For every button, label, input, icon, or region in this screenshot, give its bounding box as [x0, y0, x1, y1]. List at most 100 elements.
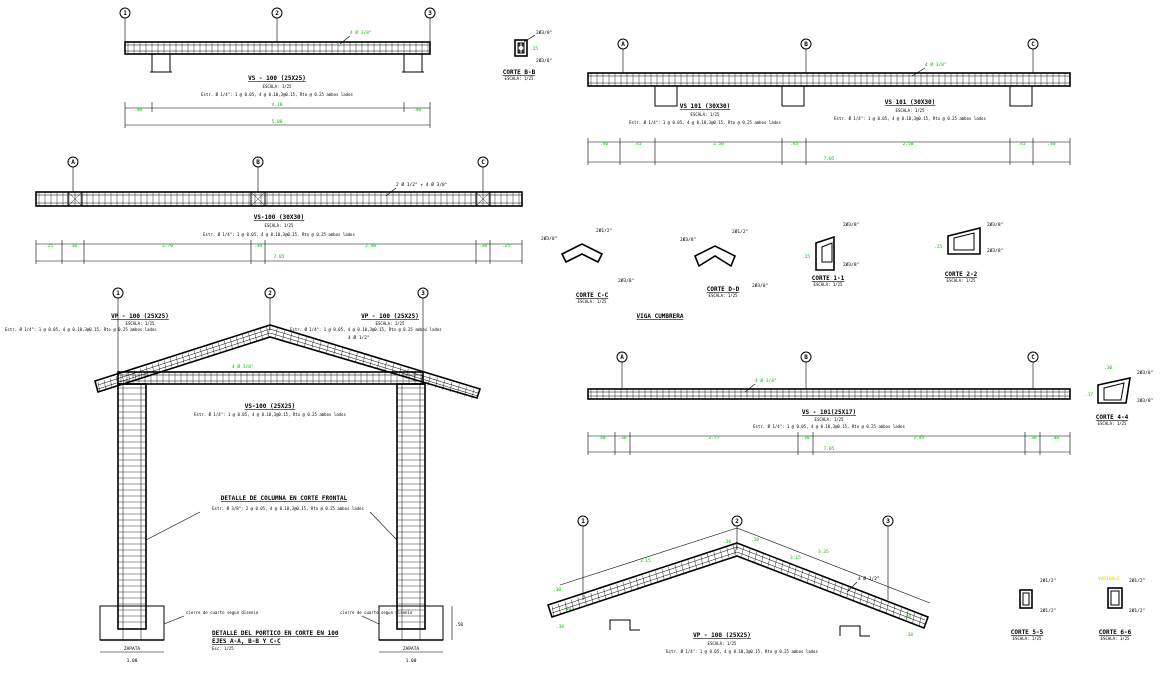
dim-text: 3.35: [818, 549, 829, 555]
stirrup-line: [218, 342, 221, 353]
dim-text: .25: [934, 244, 942, 250]
stirrup-line: [139, 368, 143, 379]
stirrup-line: [449, 381, 453, 393]
dim-text: 2.77: [709, 435, 720, 441]
corte-scale: ESCALA: 1/25: [505, 76, 534, 81]
dim-text: .30: [553, 587, 561, 593]
dim-text: .30: [905, 632, 913, 638]
corte-b-b: 2Ø3/8" 2Ø3/8" .25 CORTE B-B ESCALA: 1/25: [503, 29, 553, 81]
stirrup-line: [846, 587, 850, 598]
stirrup-line: [584, 595, 587, 606]
footing-note: cierre de cuarto segun disenio: [186, 610, 259, 615]
corte-title: CORTE 2-2: [945, 271, 978, 278]
stirrup-line: [774, 559, 777, 570]
stirrup-line: [741, 546, 744, 557]
dim-text: .30: [618, 435, 626, 441]
stirrup-line: [97, 381, 101, 393]
beam-scale: ESCALA: 1/25: [815, 417, 844, 422]
corte-scale: ESCALA: 1/25: [1013, 636, 1042, 641]
corte-scale: ESCALA: 1/25: [578, 299, 607, 304]
bar-note: 2Ø1/2": [1040, 577, 1056, 584]
grid-label-b: B: [804, 354, 808, 361]
stirrup-line: [720, 549, 723, 560]
stirrup-line: [674, 564, 678, 575]
stirrup-line: [471, 388, 475, 399]
vp-right-title: VP - 100 (25X25): [361, 313, 419, 320]
corte-title: CORTE D-D: [707, 286, 740, 293]
stirrup-line: [905, 610, 909, 621]
grid-label-1: 1: [123, 10, 127, 17]
stirrup-line: [642, 575, 645, 586]
stirrup-line: [859, 592, 863, 603]
stirrup-line: [558, 603, 561, 614]
footing-h: .50: [455, 622, 463, 628]
stirrup-line: [176, 356, 179, 367]
stirrup-line: [840, 584, 843, 595]
detail-title: DETALLE DEL PORTICO EN CORTE EN 100: [212, 630, 339, 637]
corte-4-4: 2Ø3/8" 2Ø3/8" .30 .17 CORTE 4-4 ESCALA: …: [1085, 365, 1153, 426]
stirrup-line: [121, 374, 125, 385]
stirrup-line: [158, 362, 161, 373]
stirrup-line: [629, 579, 632, 590]
stirrup-line: [872, 597, 876, 608]
footing-dim: 1.00: [127, 658, 138, 664]
grid-label-1: 1: [116, 290, 120, 297]
stirrup-line: [250, 191, 266, 207]
bar-note: 2Ø3/8": [987, 247, 1003, 254]
bar-note: 2Ø3/8": [843, 221, 859, 228]
stirrup-line: [794, 566, 797, 578]
stirrup-line: [377, 359, 380, 370]
stirrup-line: [668, 566, 671, 577]
grid-label-a: A: [620, 354, 624, 361]
stirrup-line: [362, 355, 365, 366]
stirrup-line: [464, 386, 467, 397]
bar-note: 2Ø3/8": [536, 29, 552, 36]
variable-tag: VARIABLE: [1098, 576, 1120, 582]
dim-text: .25: [802, 254, 810, 260]
stirrup-line: [892, 605, 896, 616]
footing-label: ZAPATA: [403, 646, 420, 652]
stirrup-line: [597, 590, 600, 601]
rebar-note: 4 Ø 1/2": [348, 334, 370, 341]
stirrup-line: [442, 379, 445, 390]
corte-scale: ESCALA: 1/25: [709, 293, 738, 298]
stirrup-line: [813, 574, 817, 585]
dim-text: 2.70: [162, 243, 173, 249]
dim-text: .40: [413, 107, 421, 113]
stirrup-line: [648, 573, 652, 584]
stirrup-line: [254, 331, 257, 342]
beam-spec: Estr. Ø 1/4": 1 @ 0.05, 4 @ 0.10,3@0.15,…: [203, 232, 355, 237]
dim-text: .30: [1104, 365, 1112, 371]
grid-label-a: A: [621, 41, 625, 48]
stirrup-line: [318, 341, 322, 352]
beam-vs100-mid-left: A B C 2 Ø 1/2" + 4 Ø 3/8" VS-100 (30X30)…: [35, 156, 523, 264]
vp-right-spec: Estr. Ø 1/4": 1 @ 0.05, 4 @ 0.10,3@0.15,…: [290, 327, 442, 332]
beam-spec: Estr. Ø 1/4": 1 @ 0.05, 4 @ 0.10,3@0.15,…: [201, 92, 353, 97]
rebar-note: 4 Ø 3/8": [350, 29, 372, 36]
stirrup-line: [266, 327, 269, 338]
stirrup-line: [304, 337, 307, 348]
rebar-note: 2 Ø 1/2" + 4 Ø 3/8": [396, 181, 447, 188]
bar-note: 2Ø1/2": [1129, 607, 1145, 614]
stirrup-line: [475, 191, 491, 207]
stirrup-line: [754, 551, 757, 562]
corte-scale: ESCALA: 1/25: [814, 282, 843, 287]
dim-text: .25: [530, 46, 538, 52]
grid-label-3: 3: [428, 10, 432, 17]
corte-c-c: 2Ø1/2" 2Ø3/8" 2Ø3/8" CORTE C-C ESCALA: 1…: [541, 227, 634, 304]
beam-title: VS 101 (30X30): [680, 103, 731, 110]
stirrup-line: [780, 561, 784, 572]
stirrup-line: [603, 588, 606, 599]
stirrup-line: [610, 586, 613, 597]
rafter-vp100-bottom: 1 2 3 3.15 .30 .30 .30 .30 3.15 3.35 .30…: [546, 515, 931, 654]
stirrup-line: [564, 601, 568, 612]
stirrup-line: [726, 547, 730, 558]
stirrup-line: [127, 372, 131, 383]
rafter-spec: Estr. Ø 1/4": 1 @ 0.05, 4 @ 0.10,3@0.15,…: [666, 649, 818, 654]
dim-text: .30: [1028, 435, 1036, 441]
dim-text: 2.40: [365, 243, 376, 249]
stirrup-line: [853, 589, 856, 601]
dim-text: .40: [597, 435, 605, 441]
bar-note: 2Ø3/8": [987, 221, 1003, 228]
